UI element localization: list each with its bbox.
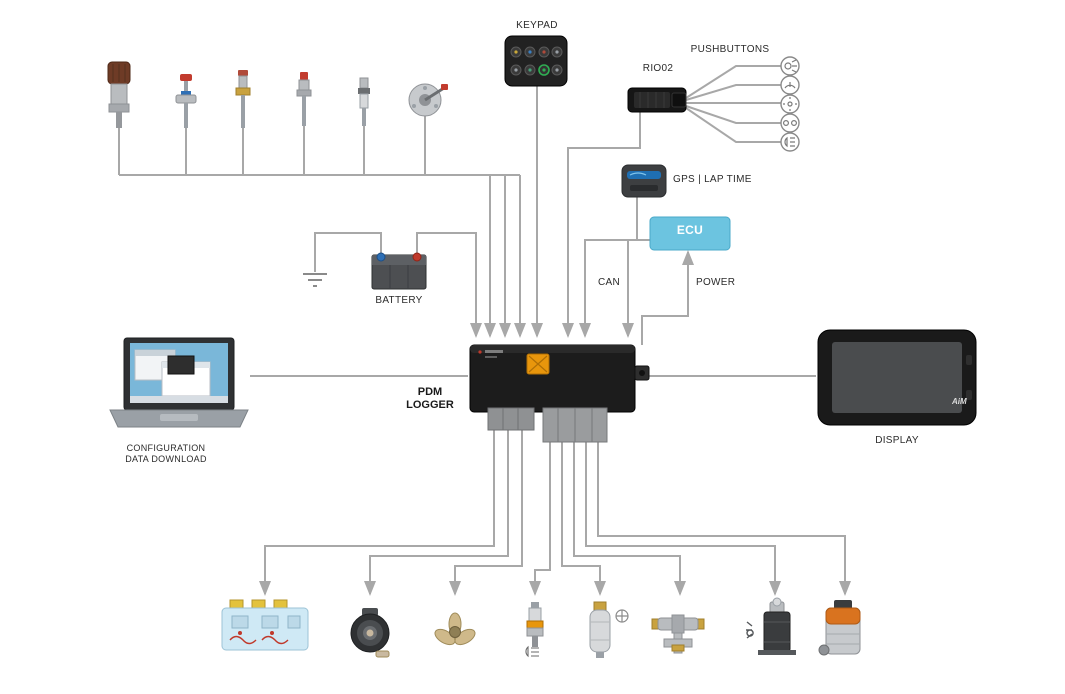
display-device: AiM <box>817 329 977 426</box>
fuel-pump-icon <box>589 601 629 658</box>
propeller-fan-icon <box>434 612 476 646</box>
pdm-label-line1: PDM <box>417 386 443 398</box>
keypad-device <box>504 35 568 87</box>
wires <box>118 65 851 596</box>
can-label: CAN <box>597 277 620 288</box>
gps-label: GPS | LAP TIME <box>673 174 752 185</box>
laptop-icon <box>109 337 249 428</box>
battery-icon <box>371 252 427 290</box>
configuration-label-line2: DATA DOWNLOAD <box>125 454 207 464</box>
starter-motor-icon <box>818 600 861 656</box>
temperature-sensor-icon <box>107 61 131 128</box>
solenoid-actuator-icon <box>746 597 796 655</box>
pushbutton-icons <box>780 56 800 152</box>
pdm-logger-device <box>469 344 650 443</box>
keypad-label: KEYPAD <box>516 20 558 31</box>
battery-wire <box>416 232 482 338</box>
ground-symbol <box>303 273 327 287</box>
rio02-label: RIO02 <box>642 63 674 74</box>
gps-wire <box>579 197 638 338</box>
output-wires <box>259 430 851 596</box>
display-brand-logo: AiM <box>951 397 967 406</box>
can-wire <box>622 239 650 338</box>
shutoff-valve-icon <box>175 74 197 128</box>
pdm-label-line2: LOGGER <box>406 399 454 411</box>
battery-label: BATTERY <box>375 295 423 306</box>
ground-wire <box>314 232 382 272</box>
pressure-sensor-icon <box>235 70 251 128</box>
ecu-label: ECU <box>676 223 704 237</box>
power-wire <box>641 250 694 345</box>
solenoid-valve-icon <box>651 614 705 654</box>
rio02-device <box>627 87 687 113</box>
pushbuttons-label: PUSHBUTTONS <box>690 44 770 55</box>
rotary-lever-sensor-icon <box>408 83 448 117</box>
pushbutton-wires <box>685 65 781 143</box>
display-label: DISPLAY <box>875 435 919 446</box>
horn-icon <box>350 608 390 658</box>
fuse-relay-panel-icon <box>221 599 309 651</box>
pdm-label: PDM LOGGER <box>390 386 470 412</box>
configuration-label: CONFIGURATION DATA DOWNLOAD <box>92 443 240 465</box>
configuration-label-line1: CONFIGURATION <box>126 443 206 453</box>
power-label: POWER <box>696 277 736 288</box>
rio02-wire <box>562 112 641 338</box>
spark-plug-sensor-icon <box>358 77 370 126</box>
gps-module-icon <box>621 164 667 198</box>
lamp-spark-plug-icon <box>525 602 544 658</box>
ecu-box <box>649 216 731 251</box>
fluid-pressure-sensor-icon <box>296 72 312 126</box>
